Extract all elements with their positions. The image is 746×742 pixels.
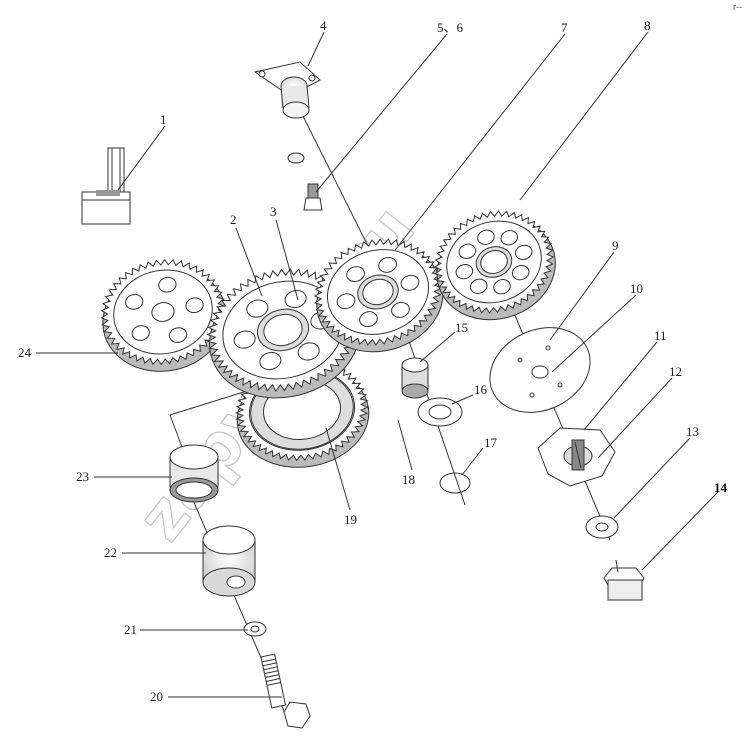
part-15-bush (401, 357, 429, 399)
callout-3: 3 (270, 204, 277, 219)
callout-15: 15 (455, 320, 468, 335)
part-23-sleeve (169, 444, 219, 503)
part-20-bolt (260, 653, 311, 729)
callout-14: 14 (714, 480, 728, 495)
callout-24: 24 (18, 345, 32, 360)
callout-19: 19 (344, 512, 357, 527)
callout-1: 1 (160, 112, 167, 127)
callout-leaders (36, 31, 719, 698)
part-16-washer (417, 397, 463, 427)
callout-5-6: 5、6 (437, 20, 464, 35)
callout-17: 17 (484, 435, 498, 450)
part-21-washer (243, 621, 267, 637)
part-5-6-bolt-washer (287, 152, 323, 211)
part-22-idler-shaft (202, 525, 256, 597)
callout-4: 4 (320, 18, 327, 33)
part-14-hex-bolt (603, 559, 645, 601)
callout-18: 18 (402, 472, 415, 487)
callout-20: 20 (150, 689, 163, 704)
part-11-lock-plate (537, 427, 616, 487)
callout-8: 8 (644, 18, 651, 33)
gear-part-24 (100, 258, 227, 372)
part-1-section-view (81, 147, 131, 225)
part-4-cover (253, 61, 321, 119)
callout-labels: 1 2 3 4 5、6 7 8 9 10 11 12 13 14 15 16 1… (18, 18, 728, 704)
callout-12: 12 (669, 364, 682, 379)
callout-22: 22 (104, 545, 117, 560)
callout-7: 7 (561, 20, 568, 35)
callout-9: 9 (612, 238, 619, 253)
part-13-washer (585, 515, 619, 539)
callout-13: 13 (686, 424, 699, 439)
callout-23: 23 (76, 469, 89, 484)
gear-part-8 (433, 210, 556, 321)
gear-part-7 (313, 238, 444, 353)
part-17-circlip (439, 472, 471, 494)
callout-10: 10 (630, 281, 643, 296)
part-9-thrust-plate (489, 327, 591, 413)
callout-11: 11 (654, 328, 667, 343)
callout-16: 16 (474, 382, 488, 397)
callout-21: 21 (124, 622, 137, 637)
corner-mark: r-- (733, 2, 742, 12)
callout-2: 2 (230, 212, 237, 227)
